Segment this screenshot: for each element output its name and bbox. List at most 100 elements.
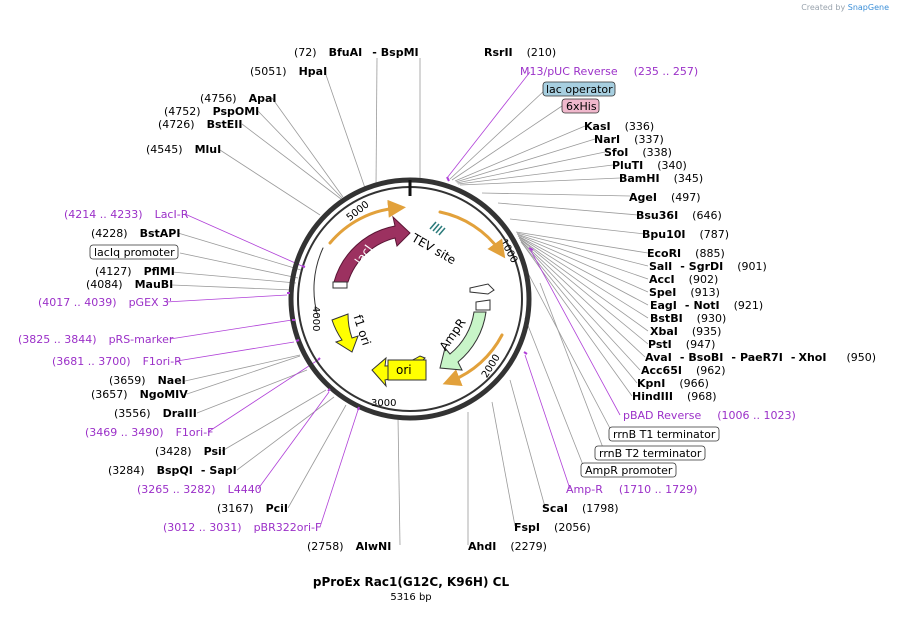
label-pluti: PluTI(340) — [612, 159, 687, 172]
label-sali-sgrdi: SalI-SgrDI(901) — [649, 260, 767, 273]
f1-ori-feature — [331, 313, 359, 353]
label-text: BspQI — [157, 464, 193, 477]
label-prs-marker: (3825 .. 3844)pRS-marker — [18, 333, 174, 346]
label-text: (950) — [846, 351, 876, 364]
label-acci: AccI (902) — [649, 273, 718, 286]
label-text: (935) — [692, 325, 722, 338]
label-text: (235 .. 257) — [634, 65, 699, 78]
label-text: BfuAI — [329, 46, 363, 59]
label-text: F1ori-R — [143, 355, 183, 368]
label-text: (901) — [737, 260, 767, 273]
label-text: (902) — [689, 273, 719, 286]
label-eagi-noti: EagI-NotI(921) — [650, 299, 763, 312]
label-text: PflMI — [144, 265, 175, 278]
label-text: HpaI — [299, 65, 328, 78]
label-f1ori-r: (3681 .. 3700)F1ori-R — [52, 355, 182, 368]
label-text: PspOMI — [213, 105, 260, 118]
primer-arcs — [313, 199, 506, 387]
label-text: MluI — [195, 143, 222, 156]
label-text: Acc65I — [641, 364, 682, 377]
label-text: SapI — [209, 464, 236, 477]
label-text: Bpu10I — [642, 228, 686, 241]
label-rrnb-t1: rrnB T1 terminator — [608, 426, 720, 442]
label-naei: (3659) NaeI — [109, 374, 186, 387]
label-text: PsiI — [204, 445, 226, 458]
label-l4440: (3265 .. 3282)L4440 — [137, 483, 262, 496]
label-ecori: EcoRI (885) — [647, 247, 725, 260]
label-laciq-promoter: lacIq promoter — [89, 244, 179, 260]
label-ngomiv: (3657)NgoMIV — [91, 388, 188, 401]
backbone — [288, 177, 532, 421]
label-ahdi: AhdI(2279) — [468, 540, 547, 553]
label-bsteii: (4726) BstEII — [158, 118, 242, 131]
label-6xhis: 6xHis — [561, 98, 600, 114]
label-fspi: FspI(2056) — [514, 521, 591, 534]
label-text: (3825 .. 3844) — [18, 333, 97, 346]
label-text: (2056) — [554, 521, 591, 534]
label-text: SgrDI — [689, 260, 723, 273]
label-text: rrnB T2 terminator — [599, 447, 702, 460]
label-text: (72) — [294, 46, 317, 59]
label-text: (885) — [695, 247, 725, 260]
label-text: (1710 .. 1729) — [619, 483, 698, 496]
label-text: EagI — [650, 299, 677, 312]
label-text: XbaI — [650, 325, 678, 338]
label-text: DraIII — [163, 407, 197, 420]
label-text: AhdI — [468, 540, 496, 553]
label-text: 6xHis — [566, 100, 597, 113]
label-text: (4545) — [146, 143, 183, 156]
arc-laci-r — [328, 199, 406, 245]
label-text: - — [731, 351, 736, 364]
label-text: (968) — [687, 390, 717, 403]
label-bfuai-bspmi: (72)BfuAI-BspMI — [294, 46, 419, 59]
label-text: (966) — [679, 377, 709, 390]
label-text: - — [680, 260, 685, 273]
label-text: lac operator — [546, 83, 613, 96]
label-hpai: (5051)HpaI — [250, 65, 327, 78]
label-text: (646) — [692, 209, 722, 222]
arc-ampr-primer — [442, 333, 504, 387]
label-text: (1006 .. 1023) — [717, 409, 796, 422]
label-text: (3659) — [109, 374, 146, 387]
label-text: (4214 .. 4233) — [64, 208, 143, 221]
primer-marks — [287, 176, 534, 411]
ori-body — [387, 359, 427, 381]
label-text: AccI — [649, 273, 675, 286]
label-text: BspMI — [381, 46, 419, 59]
label-text: BstEII — [207, 118, 243, 131]
label-text: (3469 .. 3490) — [85, 426, 164, 439]
label-xbai: XbaI (935) — [650, 325, 721, 338]
label-text: (4017 .. 4039) — [38, 296, 117, 309]
label-bpu10i: Bpu10I(787) — [642, 228, 729, 241]
label-text: (3167) — [217, 502, 254, 515]
tick-3000: 3000 — [371, 398, 396, 409]
credit: Created by SnapGene — [801, 3, 889, 12]
label-acc65i: Acc65I(962) — [641, 364, 726, 377]
label-pgex3: (4017 .. 4039)pGEX 3' — [38, 296, 172, 309]
arc-4000-side — [313, 247, 324, 318]
tick-4000: 4000 — [310, 306, 321, 331]
label-scai: ScaI(1798) — [542, 502, 619, 515]
label-pflmi: (4127)PflMI — [95, 265, 175, 278]
label-text: AgeI — [629, 191, 657, 204]
label-spei: SpeI (913) — [649, 286, 720, 299]
label-bstbi: BstBI(930) — [650, 312, 726, 325]
plasmid-name: pProEx Rac1(G12C, K96H) CL — [313, 575, 510, 589]
label-text: SpeI — [649, 286, 676, 299]
label-kasi: KasI(336) — [584, 120, 654, 133]
label-text: (4726) — [158, 118, 195, 131]
label-laci-r: (4214 .. 4233)LacI-R — [64, 208, 189, 221]
label-text: (913) — [690, 286, 720, 299]
label-text: KpnI — [637, 377, 665, 390]
snapgene-logo-text: SnapGene — [847, 3, 889, 12]
label-text: KasI — [584, 120, 611, 133]
plasmid-title: pProEx Rac1(G12C, K96H) CL 5316 bp — [313, 575, 510, 603]
label-text: EcoRI — [647, 247, 681, 260]
label-text: (338) — [642, 146, 672, 159]
label-psii: (3428)PsiI — [155, 445, 226, 458]
label-pbad-reverse: pBAD Reverse(1006 .. 1023) — [623, 409, 796, 422]
label-text: (345) — [674, 172, 704, 185]
label-text: NaeI — [158, 374, 186, 387]
label-text: MauBI — [135, 278, 174, 291]
